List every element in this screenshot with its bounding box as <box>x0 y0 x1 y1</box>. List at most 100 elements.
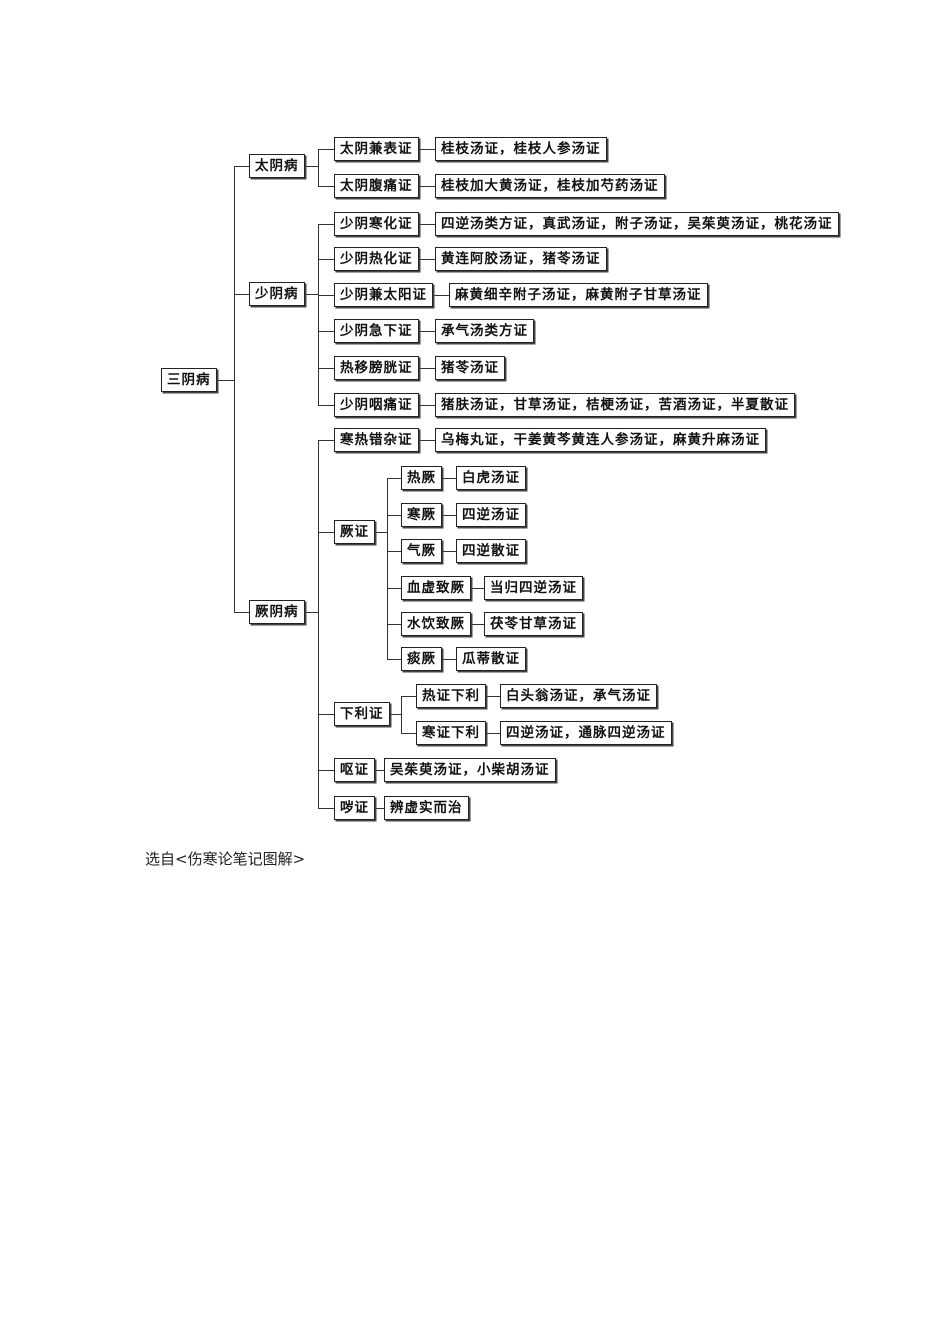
node-taiyin-1: 太阴腹痛证 <box>334 174 419 198</box>
connector <box>387 588 401 589</box>
treatment-shaoyin-0: 四逆汤类方证，真武汤证，附子汤证，吴茱萸汤证，桃花汤证 <box>435 212 839 236</box>
connector <box>418 224 435 225</box>
connector <box>418 405 435 406</box>
node-yue-zheng: 哕证 <box>334 796 375 820</box>
connector <box>318 405 334 406</box>
treatment-jue-2: 四逆散证 <box>456 539 526 563</box>
node-shaoyin: 少阴病 <box>249 282 305 306</box>
connector <box>387 551 401 552</box>
treatment-shaoyin-4: 猪苓汤证 <box>435 356 505 380</box>
connector <box>484 696 500 697</box>
node-shaoyin-5: 少阴咽痛证 <box>334 393 419 417</box>
treatment-shaoyin-2: 麻黄细辛附子汤证，麻黄附子甘草汤证 <box>449 283 708 307</box>
treatment-yue-zheng: 辨虚实而治 <box>384 796 469 820</box>
node-xiali-zheng: 下利证 <box>334 702 390 726</box>
connector <box>318 331 334 332</box>
connector <box>387 624 401 625</box>
connector <box>470 588 484 589</box>
connector <box>234 294 249 295</box>
connector <box>418 331 435 332</box>
connector <box>418 440 435 441</box>
source-caption: 选自<伤寒论笔记图解> <box>145 850 306 868</box>
node-shaoyin-2: 少阴兼太阳证 <box>334 283 433 307</box>
node-jue-2: 气厥 <box>401 539 442 563</box>
connector <box>418 368 435 369</box>
treatment-jue-5: 瓜蒂散证 <box>456 647 526 671</box>
node-jueyin: 厥阴病 <box>249 600 305 624</box>
connector <box>368 770 384 771</box>
connector <box>442 659 456 660</box>
node-xiali-1: 寒证下利 <box>416 721 486 745</box>
treatment-xiali-1: 四逆汤证，通脉四逆汤证 <box>500 721 672 745</box>
connector <box>318 186 334 187</box>
connector <box>442 515 456 516</box>
connector <box>216 380 234 381</box>
connector <box>387 515 401 516</box>
connector <box>470 624 484 625</box>
connector <box>401 696 402 733</box>
node-ou-zheng: 呕证 <box>334 758 375 782</box>
node-jue-4: 水饮致厥 <box>401 612 471 636</box>
node-jue-5: 痰厥 <box>401 647 442 671</box>
treatment-taiyin-1: 桂枝加大黄汤证，桂枝加芍药汤证 <box>435 174 665 198</box>
treatment-jue-3: 当归四逆汤证 <box>484 576 583 600</box>
treatment-jue-0: 白虎汤证 <box>456 466 526 490</box>
node-jue-0: 热厥 <box>401 466 442 490</box>
treatment-jue-1: 四逆汤证 <box>456 503 526 527</box>
connector <box>418 186 435 187</box>
treatment-xiali-0: 白头翁汤证，承气汤证 <box>500 684 657 708</box>
node-jue-3: 血虚致厥 <box>401 576 471 600</box>
connector <box>318 295 334 296</box>
node-xiali-0: 热证下利 <box>416 684 486 708</box>
connector <box>318 224 319 405</box>
connector <box>302 612 318 613</box>
node-shaoyin-1: 少阴热化证 <box>334 247 419 271</box>
connector <box>318 368 334 369</box>
treatment-shaoyin-3: 承气汤类方证 <box>435 319 534 343</box>
connector <box>442 551 456 552</box>
connector <box>234 166 249 167</box>
connector <box>318 149 319 186</box>
node-shaoyin-0: 少阴寒化证 <box>334 212 419 236</box>
connector <box>387 659 401 660</box>
connector <box>318 149 334 150</box>
connector <box>442 478 456 479</box>
connector <box>318 532 334 533</box>
treatment-shaoyin-5: 猪肤汤证，甘草汤证，桔梗汤证，苦酒汤证，半夏散证 <box>435 393 795 417</box>
connector <box>234 612 249 613</box>
connector <box>385 714 401 715</box>
connector <box>318 224 334 225</box>
connector <box>318 714 334 715</box>
connector <box>234 166 235 612</box>
node-shaoyin-3: 少阴急下证 <box>334 319 419 343</box>
connector <box>302 294 318 295</box>
connector <box>387 478 401 479</box>
node-jue-1: 寒厥 <box>401 503 442 527</box>
connector <box>418 259 435 260</box>
connector <box>368 808 384 809</box>
connector <box>401 733 416 734</box>
node-root: 三阴病 <box>161 368 217 392</box>
connector <box>318 440 319 808</box>
node-shaoyin-4: 热移膀胱证 <box>334 356 419 380</box>
treatment-jue-4: 茯苓甘草汤证 <box>484 612 583 636</box>
connector <box>430 295 449 296</box>
connector <box>318 440 334 441</box>
treatment-ou-zheng: 吴茱萸汤证，小柴胡汤证 <box>384 758 556 782</box>
connector <box>371 532 387 533</box>
node-taiyin-0: 太阴兼表证 <box>334 137 419 161</box>
treatment-shaoyin-1: 黄连阿胶汤证，猪苓汤证 <box>435 247 607 271</box>
connector <box>418 149 435 150</box>
connector <box>387 478 388 659</box>
node-jueyin-0: 寒热错杂证 <box>334 428 419 452</box>
node-jue-zheng: 厥证 <box>334 520 375 544</box>
connector <box>484 733 500 734</box>
treatment-taiyin-0: 桂枝汤证，桂枝人参汤证 <box>435 137 607 161</box>
connector <box>318 808 334 809</box>
connector <box>318 259 334 260</box>
node-taiyin: 太阴病 <box>249 154 305 178</box>
connector <box>401 696 416 697</box>
connector <box>302 166 318 167</box>
connector <box>318 770 334 771</box>
treatment-jueyin-0: 乌梅丸证，干姜黄芩黄连人参汤证，麻黄升麻汤证 <box>435 428 766 452</box>
